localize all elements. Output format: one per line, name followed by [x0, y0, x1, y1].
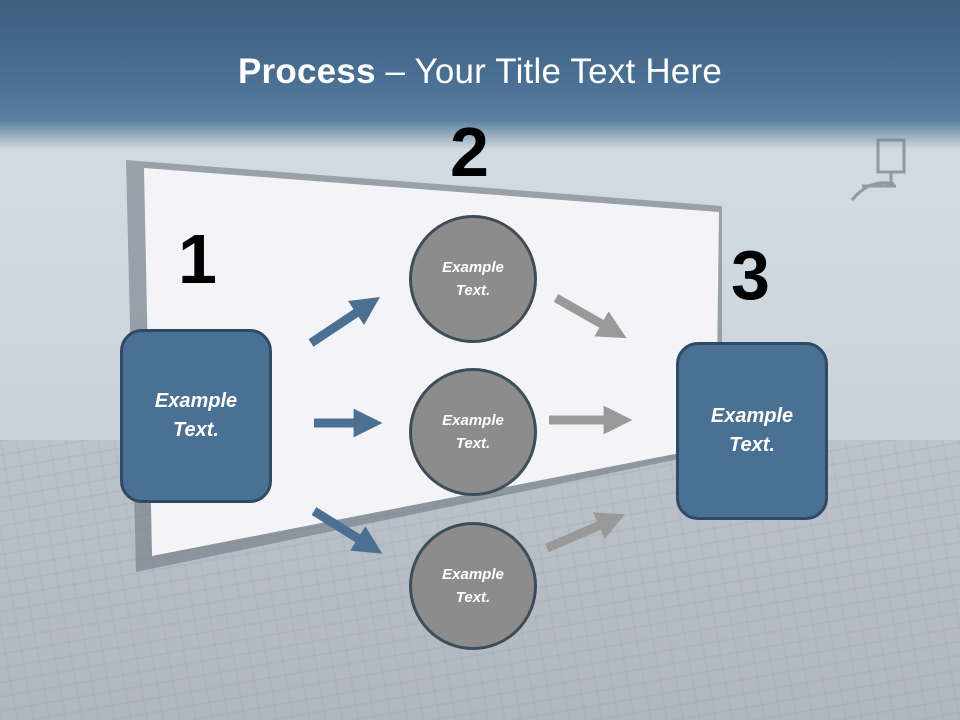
end-box-line2: Text.	[729, 434, 775, 456]
circle-bottom-line2: Text.	[455, 589, 491, 606]
circle-bottom-line1: Example	[442, 566, 504, 583]
step-number-3: 3	[731, 236, 770, 314]
step-number-1: 1	[178, 220, 217, 298]
step-number-2: 2	[450, 113, 489, 191]
arrow-top-to-end	[553, 294, 627, 339]
end-box-line1: Example	[710, 405, 794, 427]
start-box-line1: Example	[154, 390, 238, 412]
title-bold: Process	[238, 52, 376, 91]
arrow-bottom-to-end	[545, 512, 626, 553]
arrow-start-to-bottom	[311, 507, 383, 554]
circle-top-line2: Text.	[455, 282, 491, 299]
start-box-line2: Text.	[173, 419, 219, 441]
start-box[interactable]: Example Text.	[120, 329, 272, 503]
circle-top-line1: Example	[442, 259, 504, 276]
process-circle-top[interactable]: Example Text.	[409, 215, 537, 343]
process-circle-bottom[interactable]: Example Text.	[409, 522, 537, 650]
circle-middle-line1: Example	[442, 412, 504, 429]
title-band	[0, 0, 960, 150]
end-box[interactable]: Example Text.	[676, 342, 828, 520]
title-rest: – Your Title Text Here	[375, 52, 722, 91]
process-circle-middle[interactable]: Example Text.	[409, 368, 537, 496]
slide-title: Process – Your Title Text Here	[0, 52, 960, 92]
circle-middle-line2: Text.	[455, 435, 491, 452]
arrow-start-to-top	[308, 297, 380, 347]
